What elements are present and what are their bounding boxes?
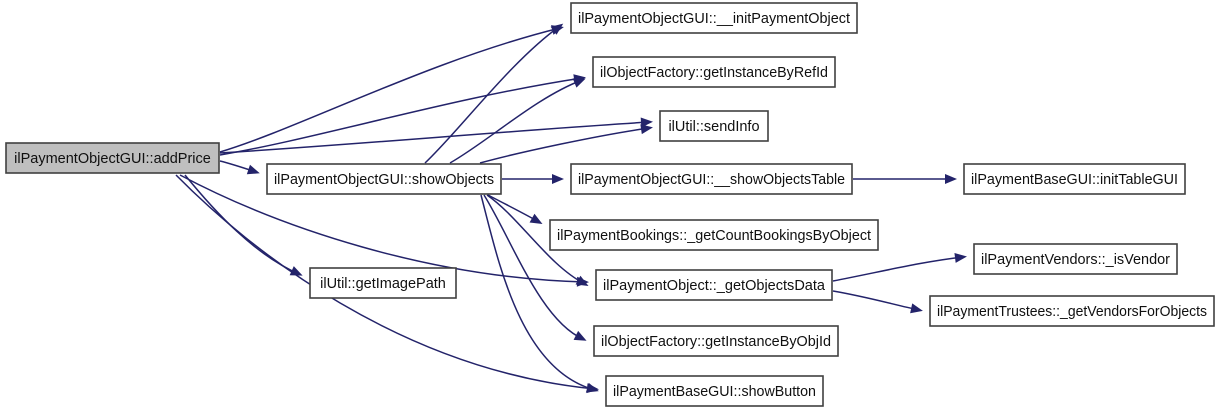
node-label: ilPaymentBookings::_getCountBookingsByOb… — [557, 228, 871, 244]
node-box[interactable] — [592, 56, 836, 88]
node-getObjectsData[interactable]: ilPaymentObject::_getObjectsData — [595, 269, 833, 301]
edge-showObjects-to-getCountBookingsByObject — [487, 194, 543, 224]
edge-addPrice-to-initPaymentObject — [219, 25, 564, 153]
edges-layer — [175, 23, 967, 394]
edge-line — [832, 290, 920, 311]
node-label: ilPaymentBaseGUI::showButton — [613, 384, 816, 400]
node-getImagePath[interactable]: ilUtil::getImagePath — [309, 267, 457, 299]
node-box[interactable] — [963, 163, 1186, 195]
node-label: ilPaymentBaseGUI::initTableGUI — [971, 172, 1178, 188]
edge-line — [479, 127, 650, 164]
node-box[interactable] — [5, 142, 220, 174]
node-label: ilPaymentObjectGUI::__initPaymentObject — [578, 11, 850, 27]
node-label: ilPaymentObjectGUI::addPrice — [14, 151, 211, 167]
edge-arrowhead — [585, 382, 599, 393]
edge-showObjects-to-sendInfo — [479, 124, 653, 164]
nodes-layer: ilPaymentObjectGUI::addPriceilPaymentObj… — [5, 2, 1215, 407]
edge-showObjects-to-initPaymentObject — [424, 23, 564, 164]
edge-showObjects-to-getInstanceByRefId — [449, 78, 586, 164]
edge-line — [449, 79, 583, 164]
edge-line — [179, 174, 586, 283]
edge-arrowhead — [640, 124, 653, 135]
node-box[interactable] — [570, 163, 853, 195]
node-box[interactable] — [549, 219, 879, 251]
edge-addPrice-to-getInstanceByRefId — [219, 74, 586, 156]
node-box[interactable] — [593, 325, 839, 357]
edge-showObjects-to-getInstanceByObjId — [483, 194, 587, 341]
node-label: ilPaymentObjectGUI::__showObjectsTable — [578, 172, 845, 188]
edge-arrowhead — [575, 275, 589, 286]
node-label: ilUtil::sendInfo — [668, 119, 759, 135]
edge-arrowhead — [529, 213, 543, 224]
node-showObjects[interactable]: ilPaymentObjectGUI::showObjects — [266, 163, 502, 195]
edge-getObjectsData-to-isVendor — [832, 253, 967, 282]
edge-arrowhead — [954, 253, 967, 263]
node-initTableGUI[interactable]: ilPaymentBaseGUI::initTableGUI — [963, 163, 1186, 195]
node-box[interactable] — [595, 269, 833, 301]
edge-arrowhead — [552, 174, 564, 184]
node-box[interactable] — [973, 243, 1178, 275]
edge-arrowhead — [246, 164, 260, 175]
node-box[interactable] — [929, 295, 1215, 327]
node-addPrice[interactable]: ilPaymentObjectGUI::addPrice — [5, 142, 220, 174]
edge-line — [219, 77, 583, 156]
node-label: ilUtil::getImagePath — [320, 276, 446, 292]
edge-showObjects-to-getObjectsData — [486, 194, 589, 286]
node-box[interactable] — [605, 375, 824, 407]
edge-line — [483, 194, 584, 340]
node-sendInfo[interactable]: ilUtil::sendInfo — [659, 110, 769, 142]
edge-addPrice-to-sendInfo — [219, 117, 653, 154]
edge-line — [832, 256, 964, 282]
node-box[interactable] — [266, 163, 502, 195]
node-box[interactable] — [659, 110, 769, 142]
node-label: ilObjectFactory::getInstanceByObjId — [601, 334, 831, 350]
edge-arrowhead — [572, 78, 586, 88]
node-showButton[interactable]: ilPaymentBaseGUI::showButton — [605, 375, 824, 407]
edge-line — [219, 121, 650, 154]
node-isVendor[interactable]: ilPaymentVendors::_isVendor — [973, 243, 1178, 275]
edge-line — [486, 194, 586, 285]
edge-line — [480, 194, 596, 391]
edge-line — [175, 174, 596, 390]
node-label: ilPaymentTrustees::_getVendorsForObjects — [937, 304, 1207, 320]
edge-arrowhead — [573, 330, 587, 341]
node-label: ilPaymentVendors::_isVendor — [981, 252, 1170, 268]
node-box[interactable] — [570, 2, 858, 34]
edge-getObjectsData-to-getVendorsForObjects — [832, 290, 923, 314]
node-getCountBookingsByObject[interactable]: ilPaymentBookings::_getCountBookingsByOb… — [549, 219, 879, 251]
edge-arrowhead — [550, 23, 564, 35]
edge-addPrice-to-showObjects — [219, 160, 260, 175]
edge-arrowhead — [945, 174, 957, 184]
edge-showObjectsTable-to-initTableGUI — [853, 174, 957, 184]
edge-showObjects-to-showObjectsTable — [502, 174, 564, 184]
node-getVendorsForObjects[interactable]: ilPaymentTrustees::_getVendorsForObjects — [929, 295, 1215, 327]
node-getInstanceByRefId[interactable]: ilObjectFactory::getInstanceByRefId — [592, 56, 836, 88]
node-label: ilPaymentObject::_getObjectsData — [603, 278, 826, 294]
node-showObjectsTable[interactable]: ilPaymentObjectGUI::__showObjectsTable — [570, 163, 853, 195]
node-getInstanceByObjId[interactable]: ilObjectFactory::getInstanceByObjId — [593, 325, 839, 357]
edge-line — [219, 27, 561, 153]
edge-showObjects-to-showButton — [480, 194, 599, 393]
node-initPaymentObject[interactable]: ilPaymentObjectGUI::__initPaymentObject — [570, 2, 858, 34]
node-box[interactable] — [309, 267, 457, 299]
edge-line — [424, 25, 561, 164]
node-label: ilPaymentObjectGUI::showObjects — [274, 172, 494, 188]
edge-arrowhead — [910, 303, 923, 314]
node-label: ilObjectFactory::getInstanceByRefId — [600, 65, 828, 81]
edge-arrowhead — [640, 117, 653, 128]
